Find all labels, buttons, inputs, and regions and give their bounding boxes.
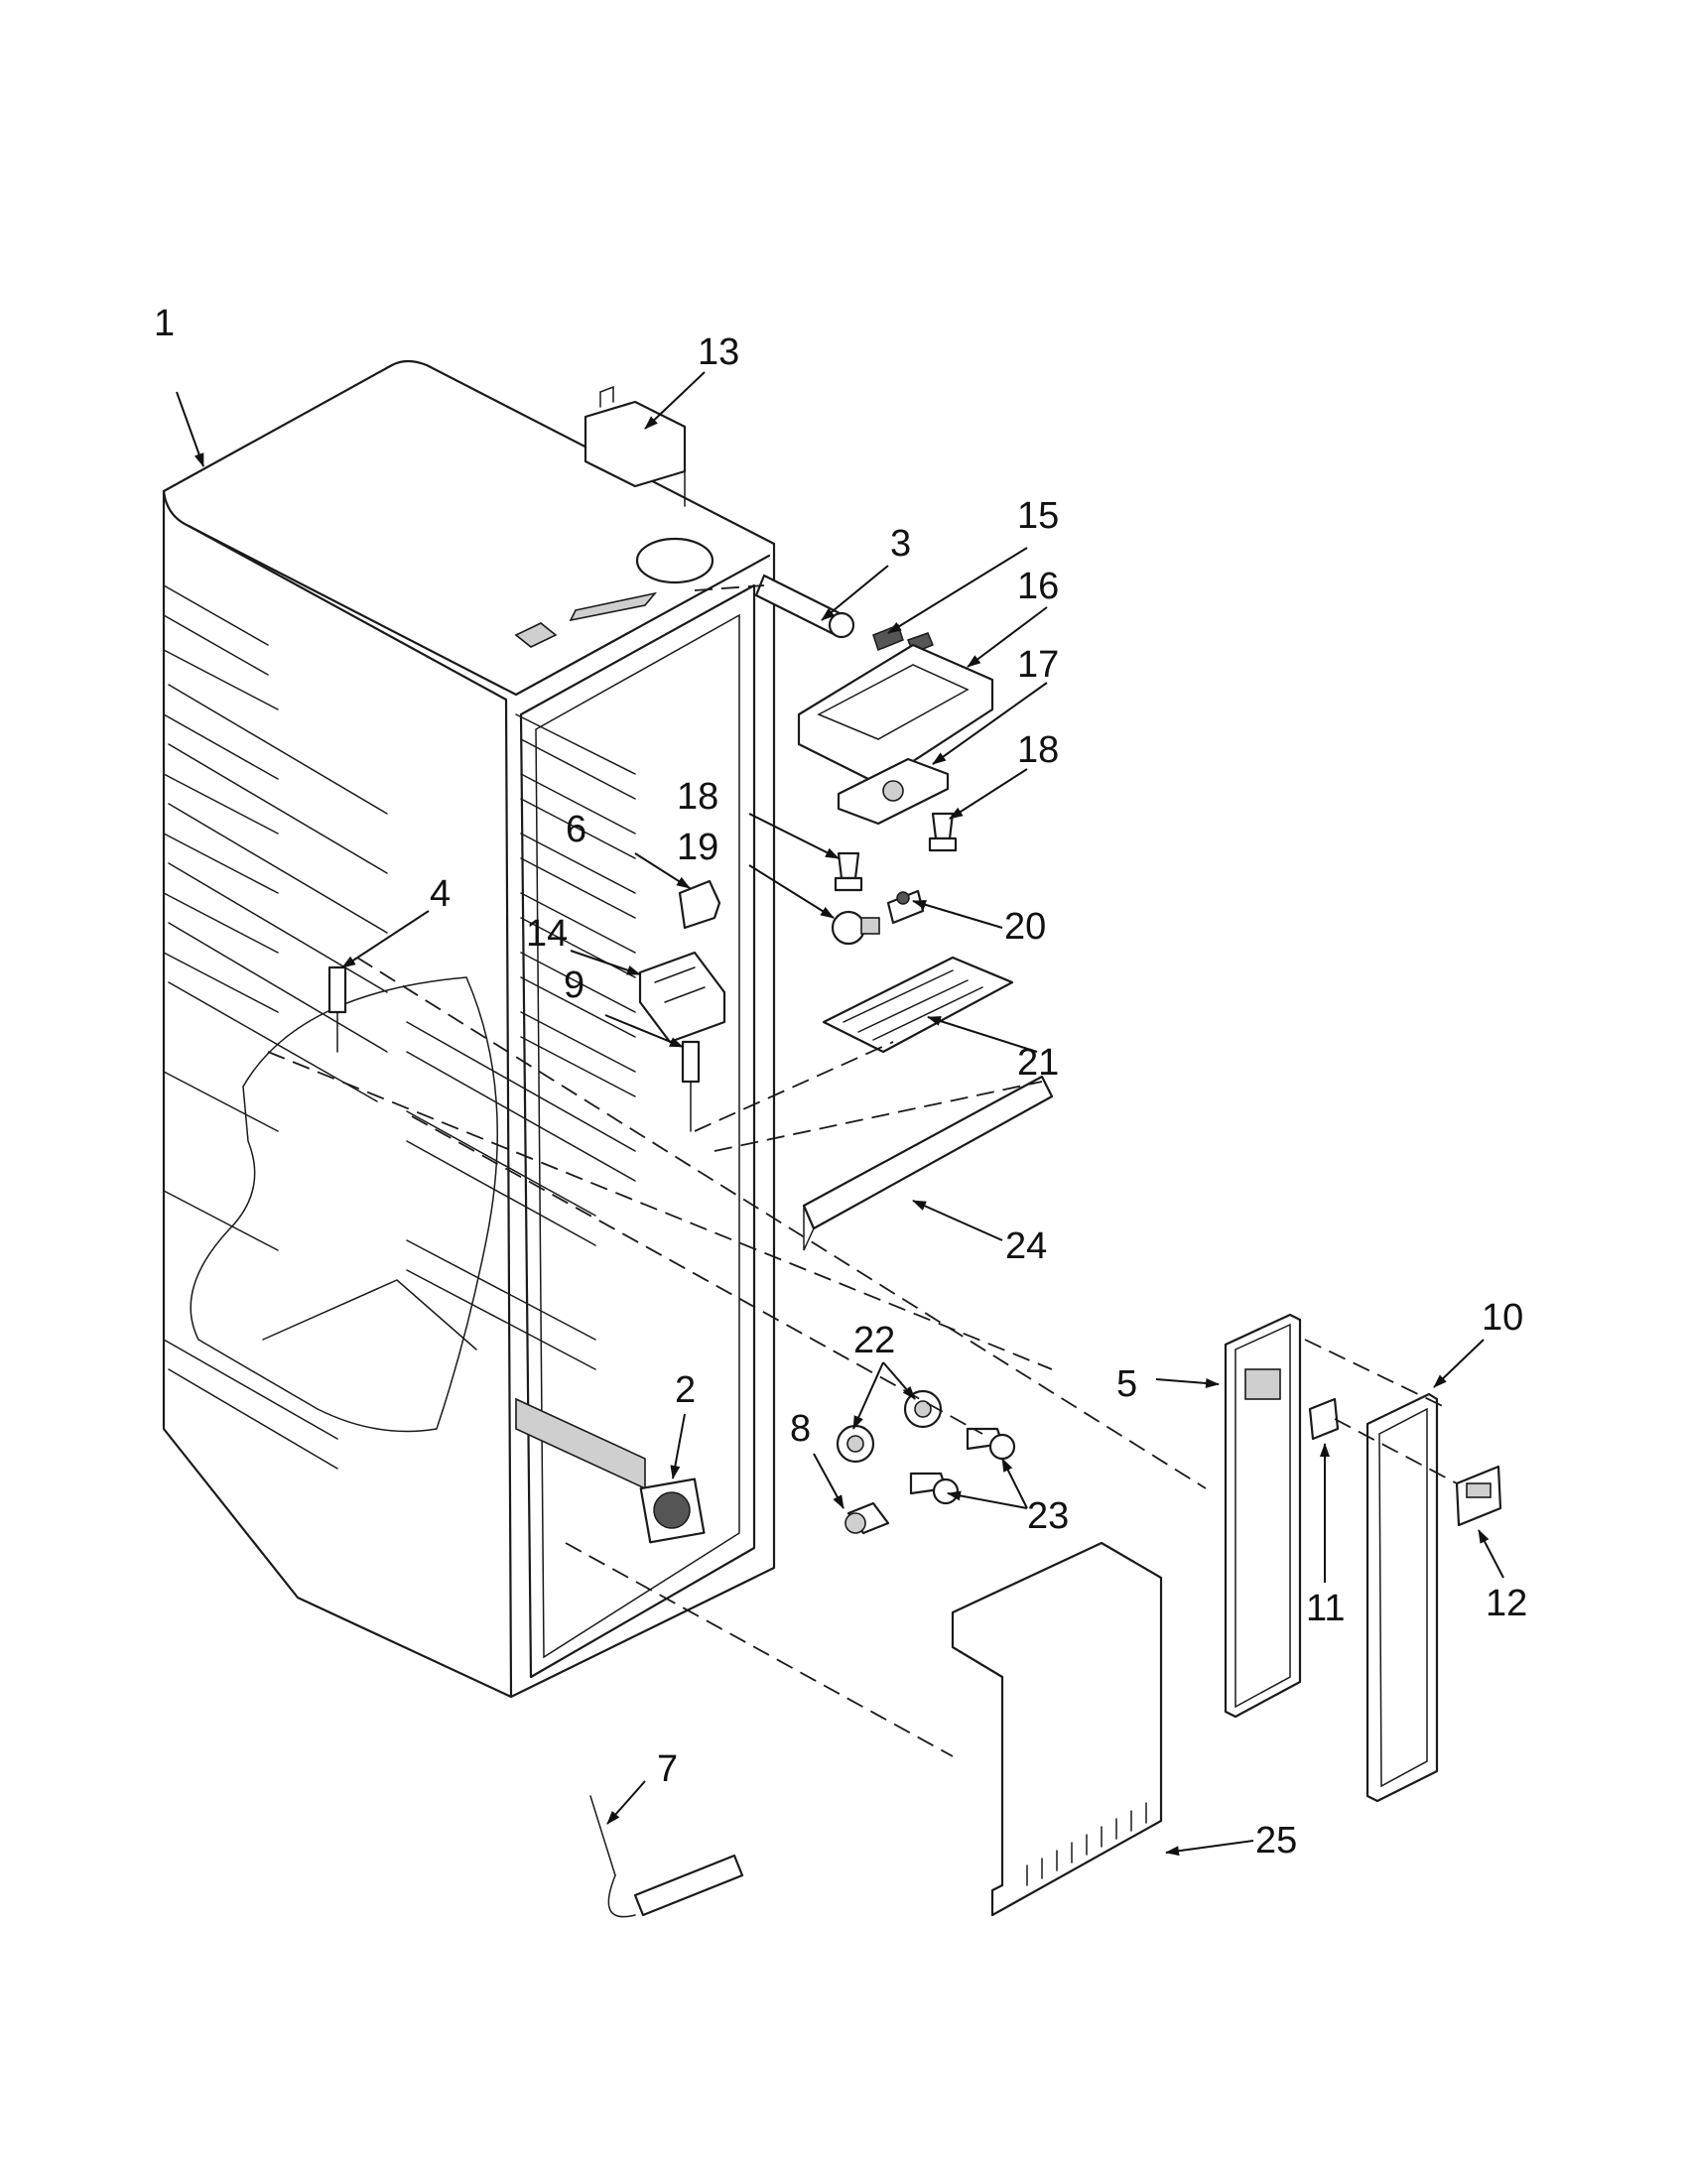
lamp-socket (837, 757, 950, 826)
leader-arrows (176, 371, 1504, 1857)
callout-23: 23 (1027, 1495, 1069, 1537)
callout-24: 24 (1005, 1225, 1047, 1267)
callout-19: 19 (677, 827, 718, 868)
callout-22: 22 (853, 1320, 895, 1361)
thermistor-left (327, 965, 347, 1053)
thermistor-right (681, 1040, 701, 1132)
light-bulb (831, 910, 880, 946)
callout-21: 21 (1017, 1042, 1059, 1084)
callout-14: 14 (526, 913, 568, 955)
callout-9: 9 (564, 964, 584, 1006)
dashed-leaders (267, 584, 1458, 1757)
callout-25: 25 (1255, 1820, 1297, 1862)
callout-4: 4 (430, 873, 451, 915)
callout-18-right: 18 (1017, 729, 1059, 771)
hinge-pins (909, 1427, 1016, 1505)
callout-3: 3 (890, 523, 911, 565)
callout-6: 6 (566, 809, 586, 850)
callout-5: 5 (1116, 1363, 1137, 1405)
callout-10: 10 (1482, 1297, 1523, 1339)
callout-12: 12 (1486, 1583, 1527, 1624)
callout-1: 1 (154, 303, 175, 344)
callout-7: 7 (657, 1748, 678, 1790)
fresh-food-liner (162, 359, 776, 1699)
crisper-shield (802, 1075, 1054, 1251)
control-cover (1365, 1392, 1439, 1803)
callout-labels: 1 2 3 4 5 6 7 8 9 10 11 12 13 14 15 16 1… (154, 303, 1527, 1862)
callout-18-left: 18 (677, 776, 718, 818)
control-panel (1224, 1313, 1302, 1719)
control-overlay (1455, 1465, 1502, 1527)
control-knobs (836, 1389, 943, 1464)
callout-8: 8 (790, 1408, 811, 1450)
damper-bracket (584, 385, 687, 507)
screw-right (928, 812, 958, 852)
defrost-thermostat (589, 1795, 744, 1918)
callout-15: 15 (1017, 495, 1059, 537)
shelf-support (638, 951, 726, 1044)
evaporator-fan (639, 1477, 706, 1544)
callout-11: 11 (1306, 1588, 1345, 1629)
callout-20: 20 (1004, 906, 1046, 948)
callout-2: 2 (675, 1369, 696, 1411)
light-housing (797, 643, 994, 786)
rear-cover (951, 1541, 1163, 1917)
callout-16: 16 (1017, 566, 1059, 607)
screw-left (834, 851, 863, 892)
callout-17: 17 (1017, 644, 1059, 686)
light-switch (886, 889, 925, 925)
callout-13: 13 (698, 331, 739, 373)
shelf-clip (678, 879, 721, 930)
drain-plug (844, 1501, 890, 1535)
control-button (1308, 1397, 1340, 1441)
lamp-cover (822, 956, 1014, 1054)
